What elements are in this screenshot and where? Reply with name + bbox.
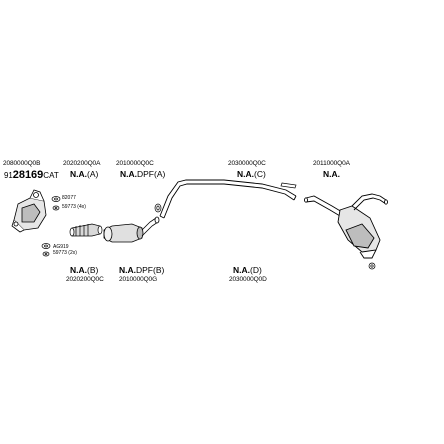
pipe-clamp-drawing — [280, 182, 297, 189]
na-label-c-rest: (C) — [254, 169, 266, 179]
na-label-top-right: N.A. — [323, 170, 340, 179]
na-label-dpf-a-bold: N.A. — [120, 169, 137, 179]
catalytic-converter-drawing — [11, 189, 47, 233]
na-label-b-bold: N.A. — [70, 265, 87, 275]
na-label-d-rest: (D) — [250, 265, 262, 275]
part-code-bottom-3: 2030000Q0D — [229, 276, 267, 283]
hardware-label-1: 82077 — [62, 195, 76, 201]
na-label-dpf-b-bold: N.A. — [119, 265, 136, 275]
hardware-label-3: AG919 — [53, 244, 69, 250]
part-code-top-4: 2030000Q0C — [228, 160, 266, 167]
part-code-top-5: 2011000Q0A — [313, 160, 350, 167]
part-code-bottom-1: 2020200Q0C — [66, 276, 104, 283]
rear-muffler-drawing — [304, 193, 388, 259]
na-label-d-bold: N.A. — [233, 265, 250, 275]
catalyst-part-number: 9128169CAT — [4, 170, 59, 181]
na-label-top-right-bold: N.A. — [323, 169, 340, 179]
na-label-dpf-a-rest: DPF(A) — [137, 169, 166, 179]
na-label-a-rest: (A) — [87, 169, 99, 179]
na-label-a: N.A.(A) — [70, 170, 98, 179]
rubber-hanger-drawing — [368, 262, 376, 270]
na-label-a-bold: N.A. — [70, 169, 87, 179]
part-code-top-2: 2020200Q0A — [63, 160, 101, 167]
particulate-filter-drawing — [103, 216, 160, 243]
na-label-dpf-b: N.A.DPF(B) — [119, 266, 164, 275]
part-number-suffix: CAT — [43, 171, 59, 180]
fastener-set-bottom-drawing — [41, 243, 51, 257]
na-label-dpf-b-rest: DPF(B) — [136, 265, 165, 275]
part-code-top-1: 2080000Q0B — [3, 160, 41, 167]
part-number-main: 28169 — [12, 169, 44, 181]
flex-pipe-drawing — [69, 223, 103, 237]
fastener-set-top-drawing — [51, 196, 61, 211]
na-label-c: N.A.(C) — [237, 170, 266, 179]
part-number-prefix: 91 — [4, 171, 13, 180]
part-code-bottom-2: 2010000Q0G — [119, 276, 158, 283]
na-label-dpf-a: N.A.DPF(A) — [120, 170, 165, 179]
intermediate-pipe-drawing — [159, 179, 297, 219]
gasket-drawing — [154, 203, 162, 213]
na-label-b: N.A.(B) — [70, 266, 98, 275]
hardware-label-4: 59773 (2x) — [53, 250, 77, 256]
na-label-b-rest: (B) — [87, 265, 99, 275]
na-label-c-bold: N.A. — [237, 169, 254, 179]
hardware-label-2: 59773 (4x) — [62, 204, 86, 210]
na-label-d: N.A.(D) — [233, 266, 262, 275]
part-code-top-3: 2010000Q0C — [116, 160, 154, 167]
